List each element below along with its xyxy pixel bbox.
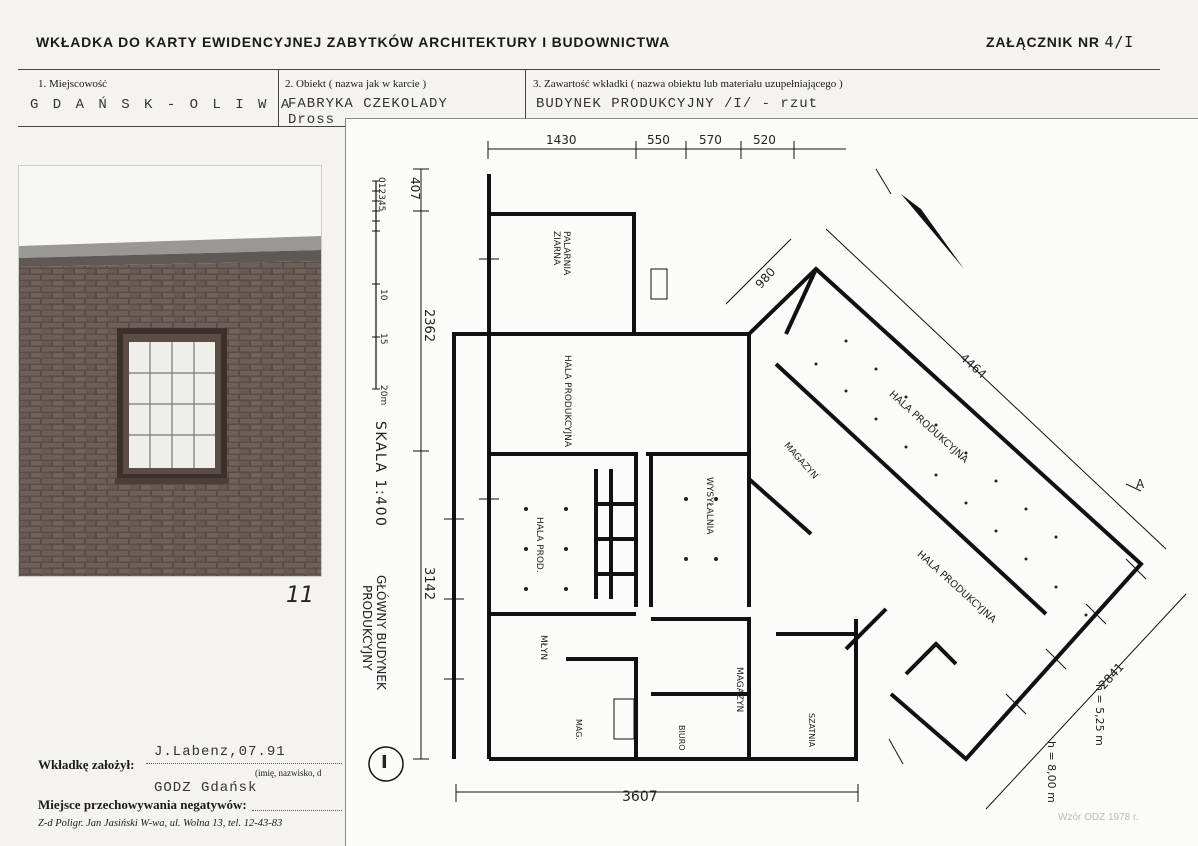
object-label: 2. Obiekt ( nazwa jak w karcie ) xyxy=(285,78,427,90)
building-photo xyxy=(18,165,322,577)
dim-top-3: 570 xyxy=(699,133,722,147)
room-szatnia: SZATNIA xyxy=(807,713,816,748)
content-value: BUDYNEK PRODUKCYJNY /I/ - rzut xyxy=(536,96,819,112)
established-dotted-line xyxy=(146,763,342,764)
annex-label-text: ZAŁĄCZNIK NR xyxy=(986,34,1100,50)
object-value-line1: FABRYKA CZEKOLADY xyxy=(288,96,448,112)
content-label: 3. Zawartość wkładki ( nazwa obiektu lub… xyxy=(533,78,843,90)
height-2: h = 8,00 m xyxy=(1045,741,1058,803)
annex-number: 4/I xyxy=(1104,33,1135,51)
dim-line-diag-short xyxy=(725,238,792,305)
storage-value: GODZ Gdańsk xyxy=(154,780,258,796)
storage-label: Miejsce przechowywania negatywów: xyxy=(38,797,247,812)
established-hint: (imię, nazwisko, d xyxy=(255,768,322,778)
established-value: J.Labenz,07.91 xyxy=(154,744,286,760)
building-number-circle xyxy=(368,746,404,782)
building-number: I xyxy=(381,752,388,773)
north-arrow-icon xyxy=(901,194,964,269)
room-mag: MAG. xyxy=(574,719,583,740)
scale-text: SKALA 1:400 xyxy=(372,421,388,528)
section-mark-a: A xyxy=(1136,477,1145,491)
dim-bottom: 3607 xyxy=(622,789,658,805)
height-1: h = 5,25 m xyxy=(1093,684,1106,746)
scale-tick-labels: 012345 xyxy=(376,177,386,212)
form-stamp: Wzór ODZ 1978 r. xyxy=(1058,812,1139,823)
dim-left-top: 407 xyxy=(408,177,422,200)
room-hala-prod: HALA PROD. xyxy=(534,517,544,573)
room-palarnia: PALARNIA ZIARNA xyxy=(551,231,571,276)
caption-line2: PRODUKCYJNY xyxy=(360,585,374,671)
locality-label: 1. Miejscowość xyxy=(38,78,108,90)
room-biuro: BIURO xyxy=(677,725,686,751)
established-label: Wkładkę założył: xyxy=(38,757,135,772)
field-divider-1 xyxy=(278,70,279,126)
scale-tick-15: 15 xyxy=(378,333,388,345)
printer-info: Z-d Poligr. Jan Jasiński W-wa, ul. Wolna… xyxy=(38,818,283,829)
scale-tick-20: 20m xyxy=(378,385,388,406)
annex-label: ZAŁĄCZNIK NR 4/I xyxy=(986,33,1134,51)
field-divider-2 xyxy=(525,70,526,126)
dim-top-4: 520 xyxy=(753,133,776,147)
scale-tick-10: 10 xyxy=(378,289,388,301)
room-wysylalnia: WYSYŁALNIA xyxy=(704,477,714,535)
caption-line1: GŁÓWNY BUDYNEK xyxy=(374,575,388,690)
dim-left-bottom: 3142 xyxy=(421,567,436,601)
object-value-line2: Dross xyxy=(288,112,336,128)
dim-top-2: 550 xyxy=(647,133,670,147)
dim-line-diag-long xyxy=(825,228,1167,550)
room-hala-1: HALA PRODUKCYJNA xyxy=(562,355,572,448)
room-magazyn-1: MAGAZYN xyxy=(734,667,744,713)
fields-rule xyxy=(18,126,525,127)
dim-top-1: 1430 xyxy=(546,133,577,147)
room-mlyn: MŁYN xyxy=(538,635,548,661)
header-rule xyxy=(18,69,1160,70)
storage-dotted-line xyxy=(252,810,342,811)
photo-number: 11 xyxy=(286,583,314,608)
dim-line-right xyxy=(985,593,1187,810)
card-title: WKŁADKA DO KARTY EWIDENCYJNEJ ZABYTKÓW A… xyxy=(36,34,671,50)
brick-wall-window-photo xyxy=(19,166,321,576)
dim-left-mid: 2362 xyxy=(421,309,436,343)
floor-plan-panel: 1430 550 570 520 3607 407 2362 3142 980 … xyxy=(345,118,1198,846)
locality-value: G D A Ń S K - O L I W A xyxy=(30,97,293,113)
floor-plan-drawing xyxy=(368,141,1187,810)
